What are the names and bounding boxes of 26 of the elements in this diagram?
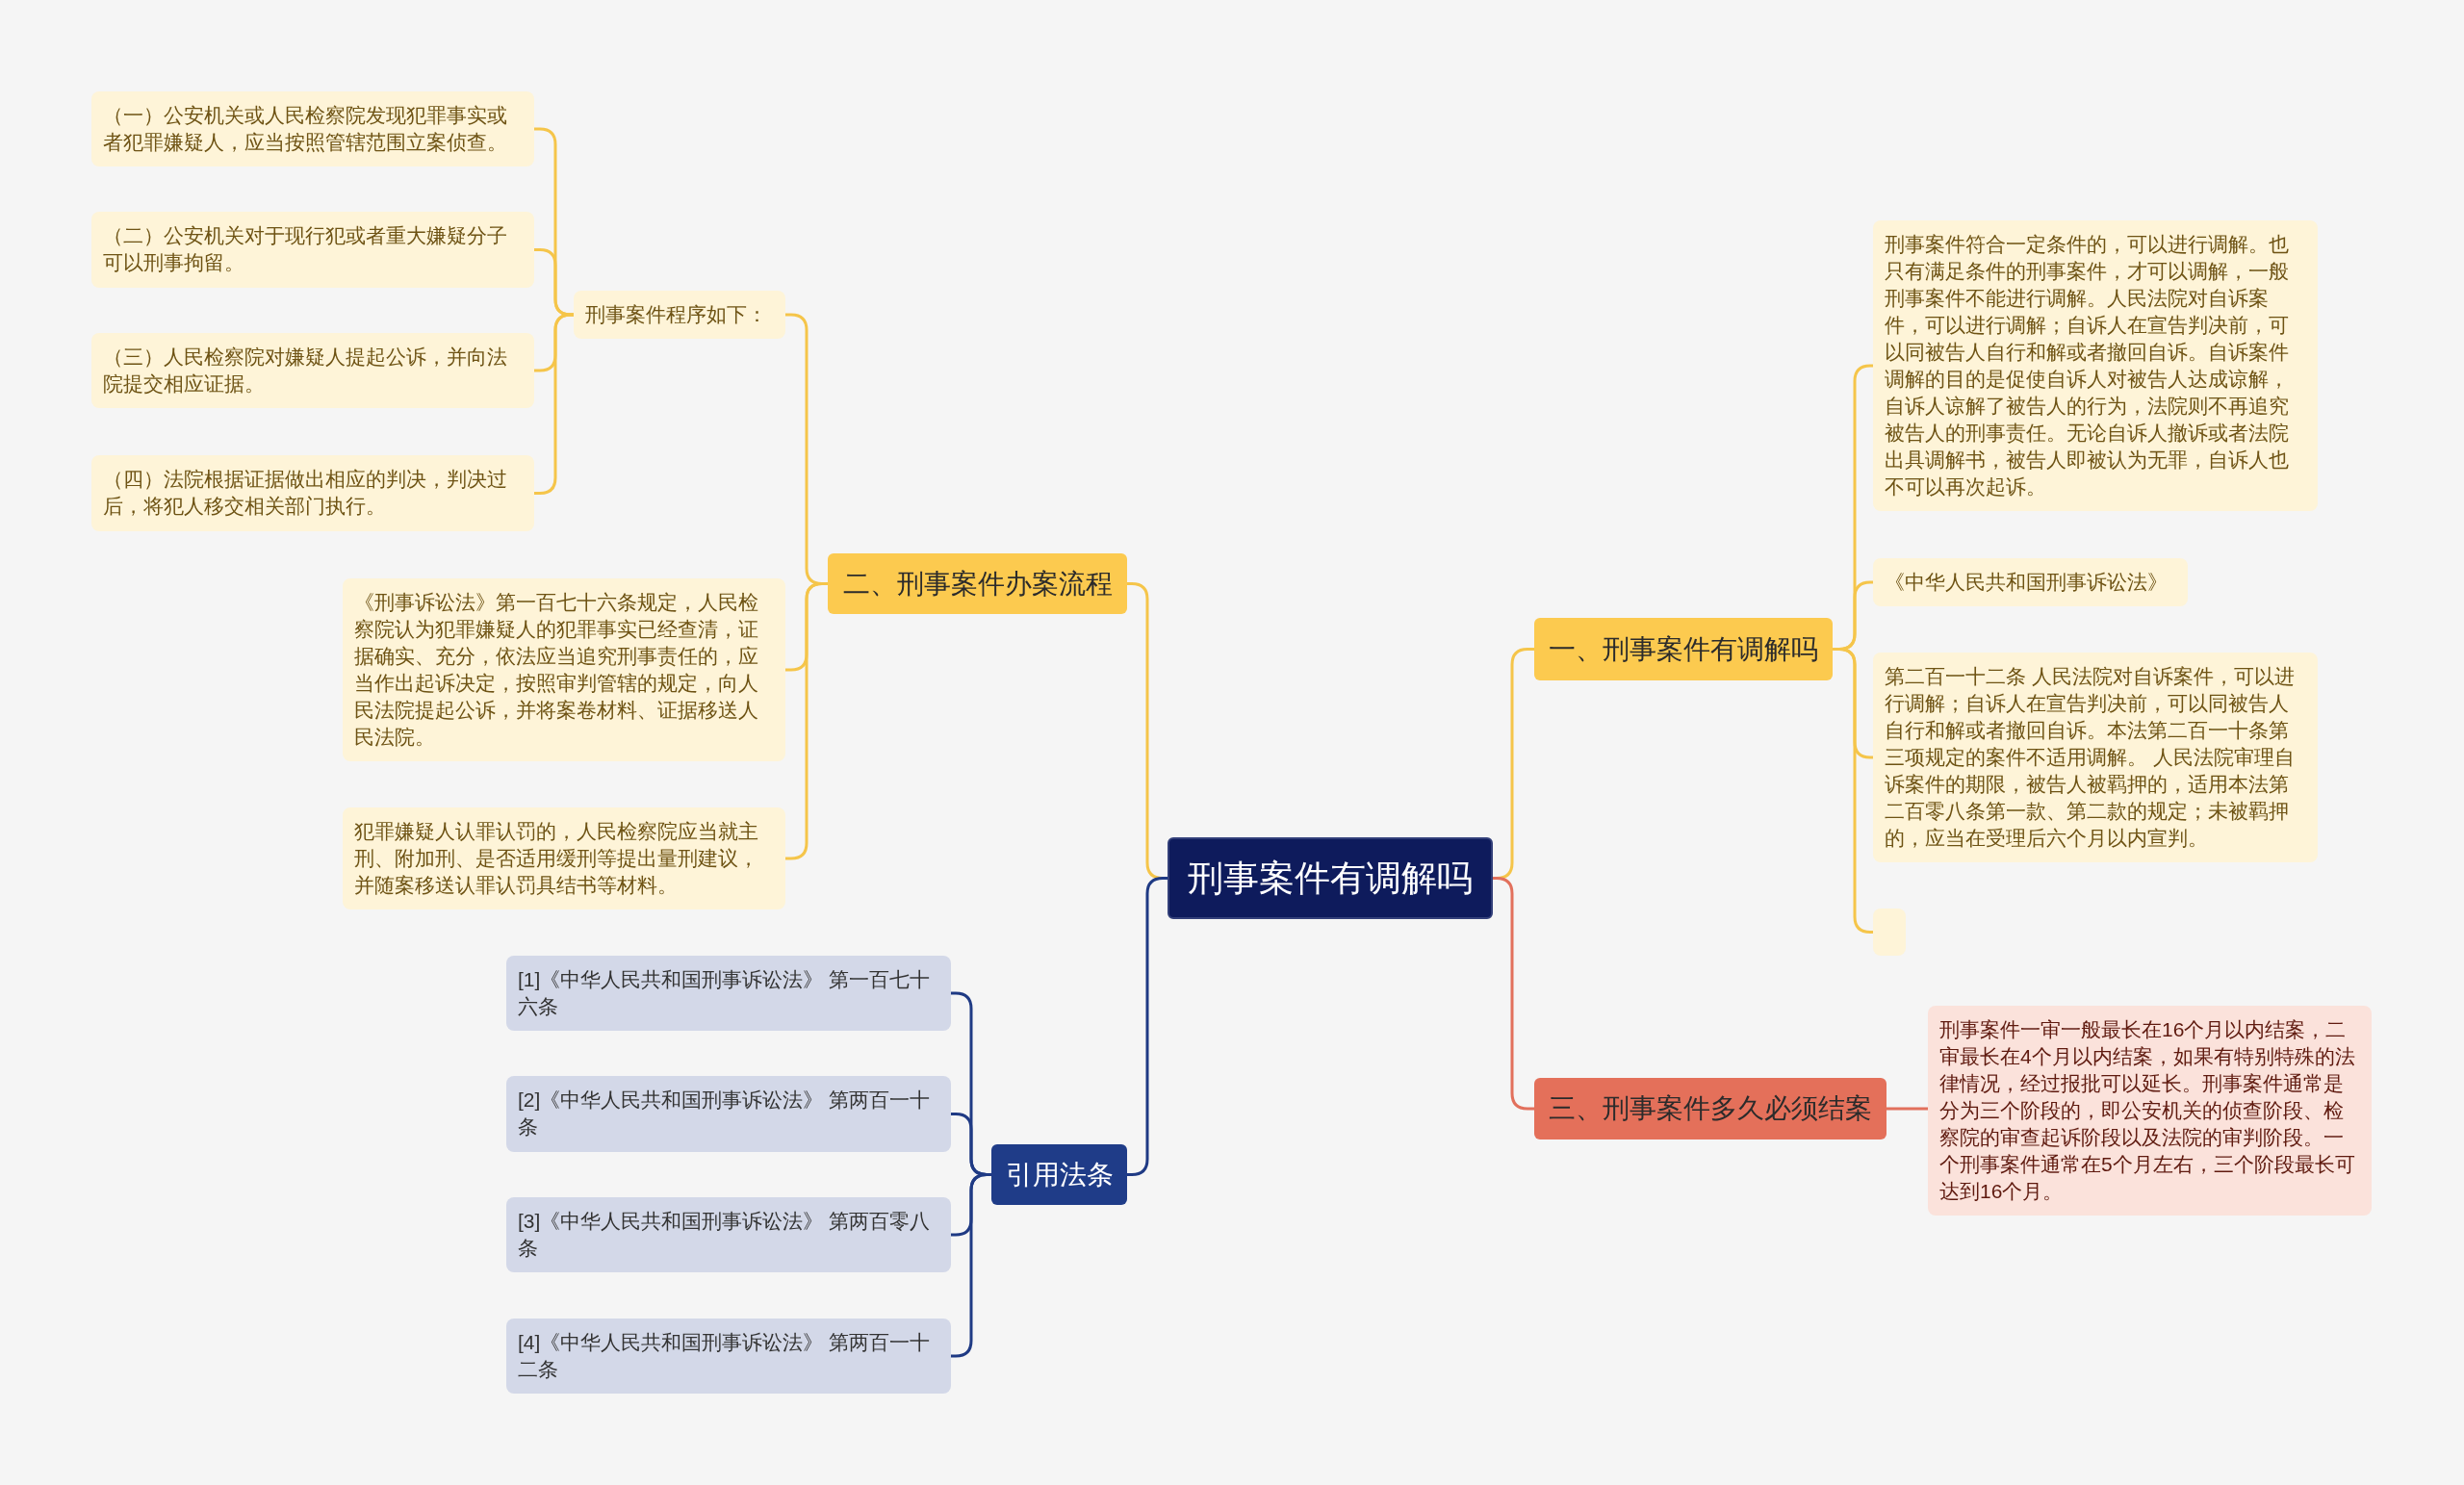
empty-box	[1873, 909, 1906, 956]
central-topic-box: 刑事案件有调解吗	[1168, 837, 1493, 919]
reference-card: [4]《中华人民共和国刑事诉讼法》 第两百一十二条	[506, 1319, 951, 1394]
branch-topic-box: 一、刑事案件有调解吗	[1534, 618, 1833, 680]
note-card: （一）公安机关或人民检察院发现犯罪事实或者犯罪嫌疑人，应当按照管辖范围立案侦查。	[91, 91, 534, 166]
note-card: 《刑事诉讼法》第一百七十六条规定，人民检察院认为犯罪嫌疑人的犯罪事实已经查清，证据确实、充分，依法应当追究刑事责任的，应当作出起诉决定，按照审判管辖的规定，向人民法院提起公诉，并将案卷材料、证据移送人民法院。	[343, 578, 785, 761]
branch-topic-box: 引用法条	[991, 1144, 1127, 1205]
branch-topic-box: 三、刑事案件多久必须结案	[1534, 1078, 1886, 1139]
note-card: 《中华人民共和国刑事诉讼法》	[1873, 558, 2188, 606]
connector-line	[1493, 877, 1534, 1111]
note-card: （三）人民检察院对嫌疑人提起公诉，并向法院提交相应证据。	[91, 333, 534, 408]
reference-card: [1]《中华人民共和国刑事诉讼法》 第一百七十六条	[506, 956, 951, 1031]
note-card: （二）公安机关对于现行犯或者重大嫌疑分子可以刑事拘留。	[91, 212, 534, 288]
connector-line	[534, 248, 574, 317]
reference-card: [2]《中华人民共和国刑事诉讼法》 第两百一十条	[506, 1076, 951, 1152]
note-card: 刑事案件一审一般最长在16个月以内结案，二审最长在4个月以内结案，如果有特别特殊的法律情况，经过报批可以延长。刑事案件通常是分为三个阶段的，即公安机关的侦查阶段、检察院的审查起诉阶段以及法院的审判阶段。一个刑事案件通常在5个月左右，三个阶段最长可达到16个月。	[1928, 1006, 2372, 1216]
note-card: 刑事案件程序如下：	[574, 291, 785, 339]
note-card: 第二百一十二条 人民法院对自诉案件，可以进行调解；自诉人在宣告判决前，可以同被告人自行和解或者撤回自诉。本法第二百一十条第三项规定的案件不适用调解。 人民法院审理自诉案件的期限，被告人被羁押的，适用本法第二百零八条第一款、第二款的规定；未被羁押的，应当在受理后六个月以内宣判。	[1873, 653, 2318, 862]
connector-line	[1127, 877, 1168, 1176]
branch-topic-box: 二、刑事案件办案流程	[828, 553, 1127, 614]
connector-line	[1886, 1107, 1928, 1111]
connector-line	[951, 1173, 991, 1358]
reference-card: [3]《中华人民共和国刑事诉讼法》 第两百零八条	[506, 1197, 951, 1272]
note-card: 刑事案件符合一定条件的，可以进行调解。也只有满足条件的刑事案件，才可以调解，一般刑事案件不能进行调解。人民法院对自诉案件，可以进行调解；自诉人在宣告判决前，可以同被告人自行和解或者撤回自诉。自诉案件调解的目的是促使自诉人对被告人达成谅解，自诉人谅解了被告人的行为，法院则不再追究被告人的刑事责任。无论自诉人撤诉或者法院出具调解书，被告人即被认为无罪，自诉人也不可以再次起诉。	[1873, 220, 2318, 511]
note-card: （四）法院根据证据做出相应的判决，判决过后，将犯人移交相关部门执行。	[91, 455, 534, 531]
note-card: 犯罪嫌疑人认罪认罚的，人民检察院应当就主刑、附加刑、是否适用缓刑等提出量刑建议，并随案移送认罪认罚具结书等材料。	[343, 807, 785, 909]
